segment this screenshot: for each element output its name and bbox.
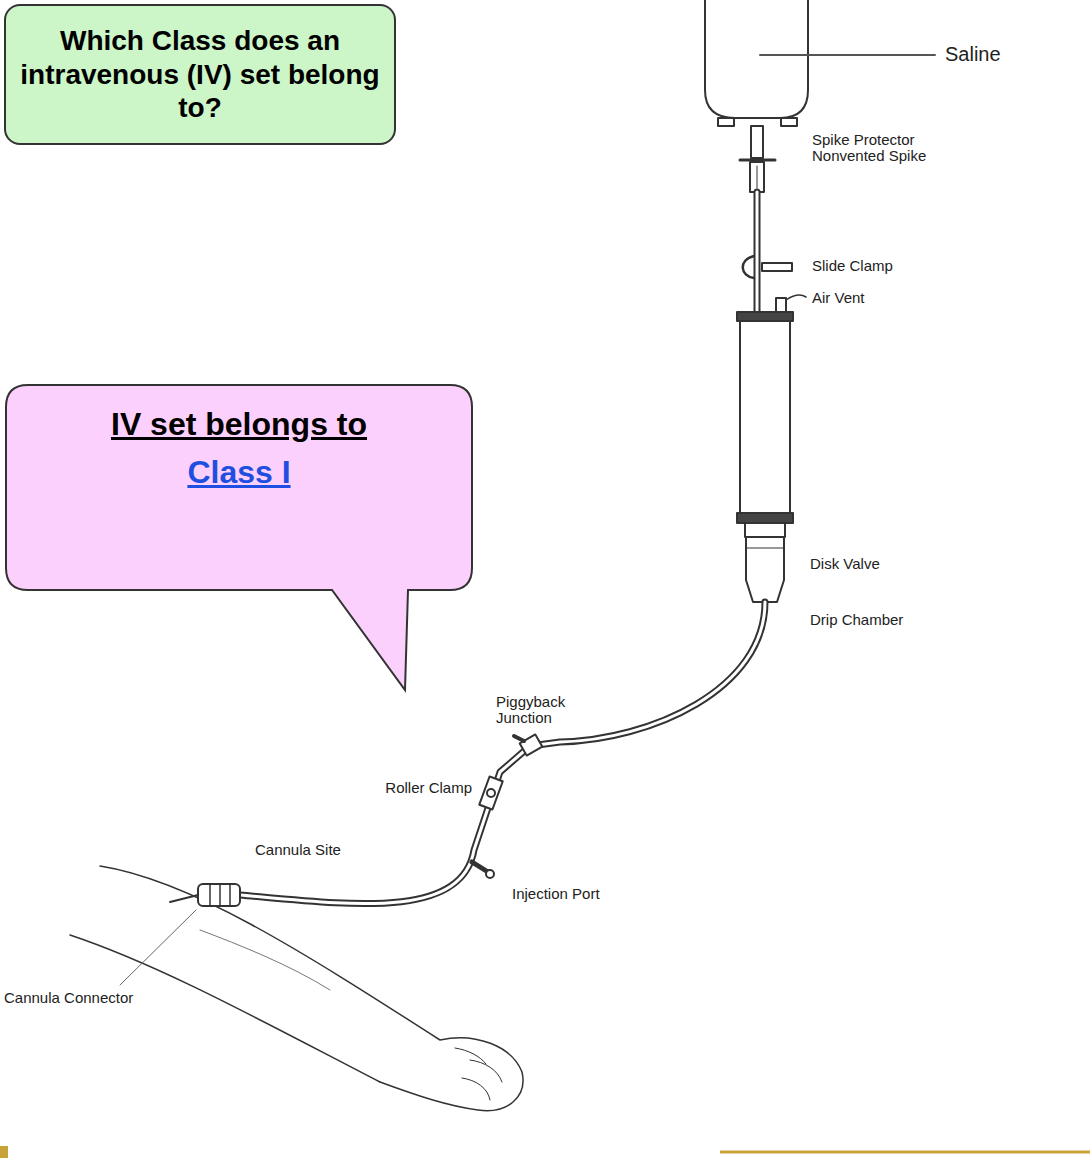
bubble-path (6, 385, 472, 690)
part-label: Nonvented Spike (812, 148, 926, 164)
answer-text: Class I (20, 453, 458, 491)
callout-text: IV set belongs to (20, 405, 458, 443)
part-label: Roller Clamp (360, 780, 472, 796)
part-label: Slide Clamp (812, 258, 893, 274)
part-label: Air Vent (812, 290, 865, 306)
part-label: Disk Valve (810, 556, 880, 572)
part-label: Drip Chamber (810, 612, 903, 628)
question-callout: Which Class does an intravenous (IV) set… (4, 4, 396, 145)
part-label: Cannula Connector (4, 990, 133, 1006)
speech-bubble: IV set belongs to Class I (6, 385, 472, 590)
callout-text: Which Class does an intravenous (IV) set… (20, 24, 380, 125)
part-label: Spike Protector (812, 132, 915, 148)
part-label: Injection Port (512, 886, 600, 902)
part-label: Piggyback Junction (496, 694, 576, 726)
part-label: Saline (945, 44, 1001, 65)
part-label: Cannula Site (255, 842, 341, 858)
